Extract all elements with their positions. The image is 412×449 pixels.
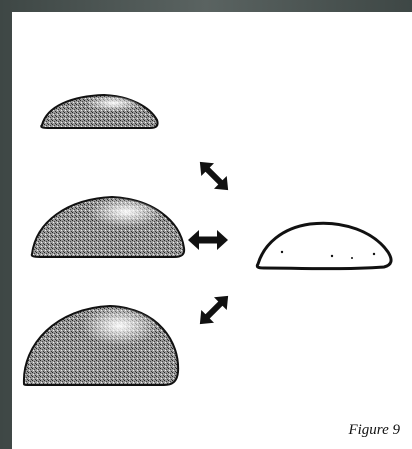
figure-panel: Figure 9 — [12, 12, 412, 449]
figure-caption: Figure 9 — [348, 422, 400, 439]
figure-drawing — [12, 12, 412, 449]
diagonal-up-right-arrow — [193, 289, 234, 330]
shallow-dome-drop — [41, 95, 157, 128]
medium-dome-drop — [32, 197, 184, 257]
tall-dome-drop — [24, 306, 178, 385]
diagonal-down-right-arrow — [193, 155, 234, 196]
reference-drop-outline — [257, 223, 391, 268]
horizontal-double-arrow — [188, 230, 228, 250]
